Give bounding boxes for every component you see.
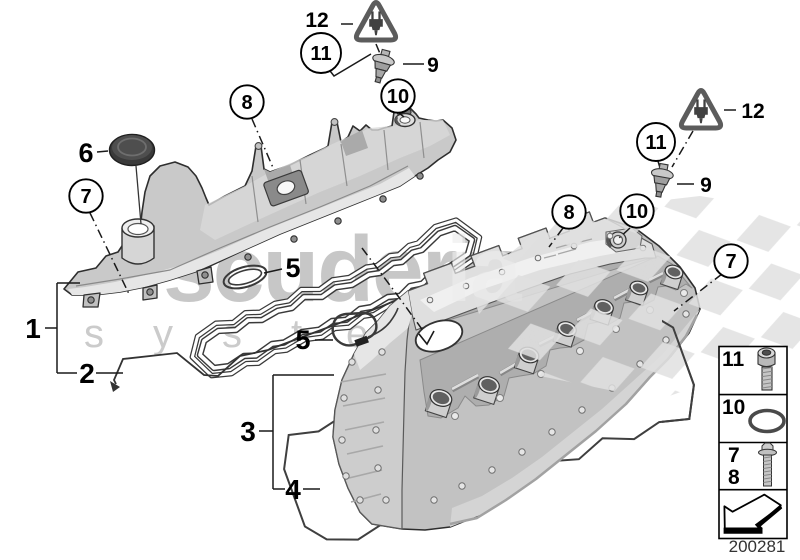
svg-text:8: 8 <box>563 202 574 224</box>
svg-text:5: 5 <box>285 253 300 283</box>
svg-text:7: 7 <box>725 251 736 273</box>
svg-text:7: 7 <box>80 186 91 208</box>
svg-text:1: 1 <box>25 313 41 344</box>
svg-text:11: 11 <box>722 348 745 371</box>
svg-text:8: 8 <box>241 92 252 114</box>
svg-text:y: y <box>153 312 173 356</box>
svg-text:9: 9 <box>700 174 712 197</box>
svg-text:6: 6 <box>78 138 93 168</box>
svg-text:10: 10 <box>722 396 745 419</box>
svg-text:8: 8 <box>728 466 740 489</box>
svg-text:5: 5 <box>295 325 310 355</box>
svg-text:200281: 200281 <box>729 537 786 556</box>
svg-text:10: 10 <box>387 86 409 108</box>
svg-text:s: s <box>84 312 104 356</box>
svg-text:2: 2 <box>79 358 95 389</box>
svg-text:4: 4 <box>285 474 301 505</box>
svg-text:12: 12 <box>305 9 328 32</box>
svg-text:10: 10 <box>626 201 648 223</box>
svg-text:12: 12 <box>741 100 764 123</box>
svg-text:11: 11 <box>310 43 331 65</box>
svg-text:7: 7 <box>728 444 740 467</box>
svg-text:3: 3 <box>240 416 256 447</box>
svg-text:9: 9 <box>427 54 439 77</box>
svg-text:11: 11 <box>645 132 666 154</box>
